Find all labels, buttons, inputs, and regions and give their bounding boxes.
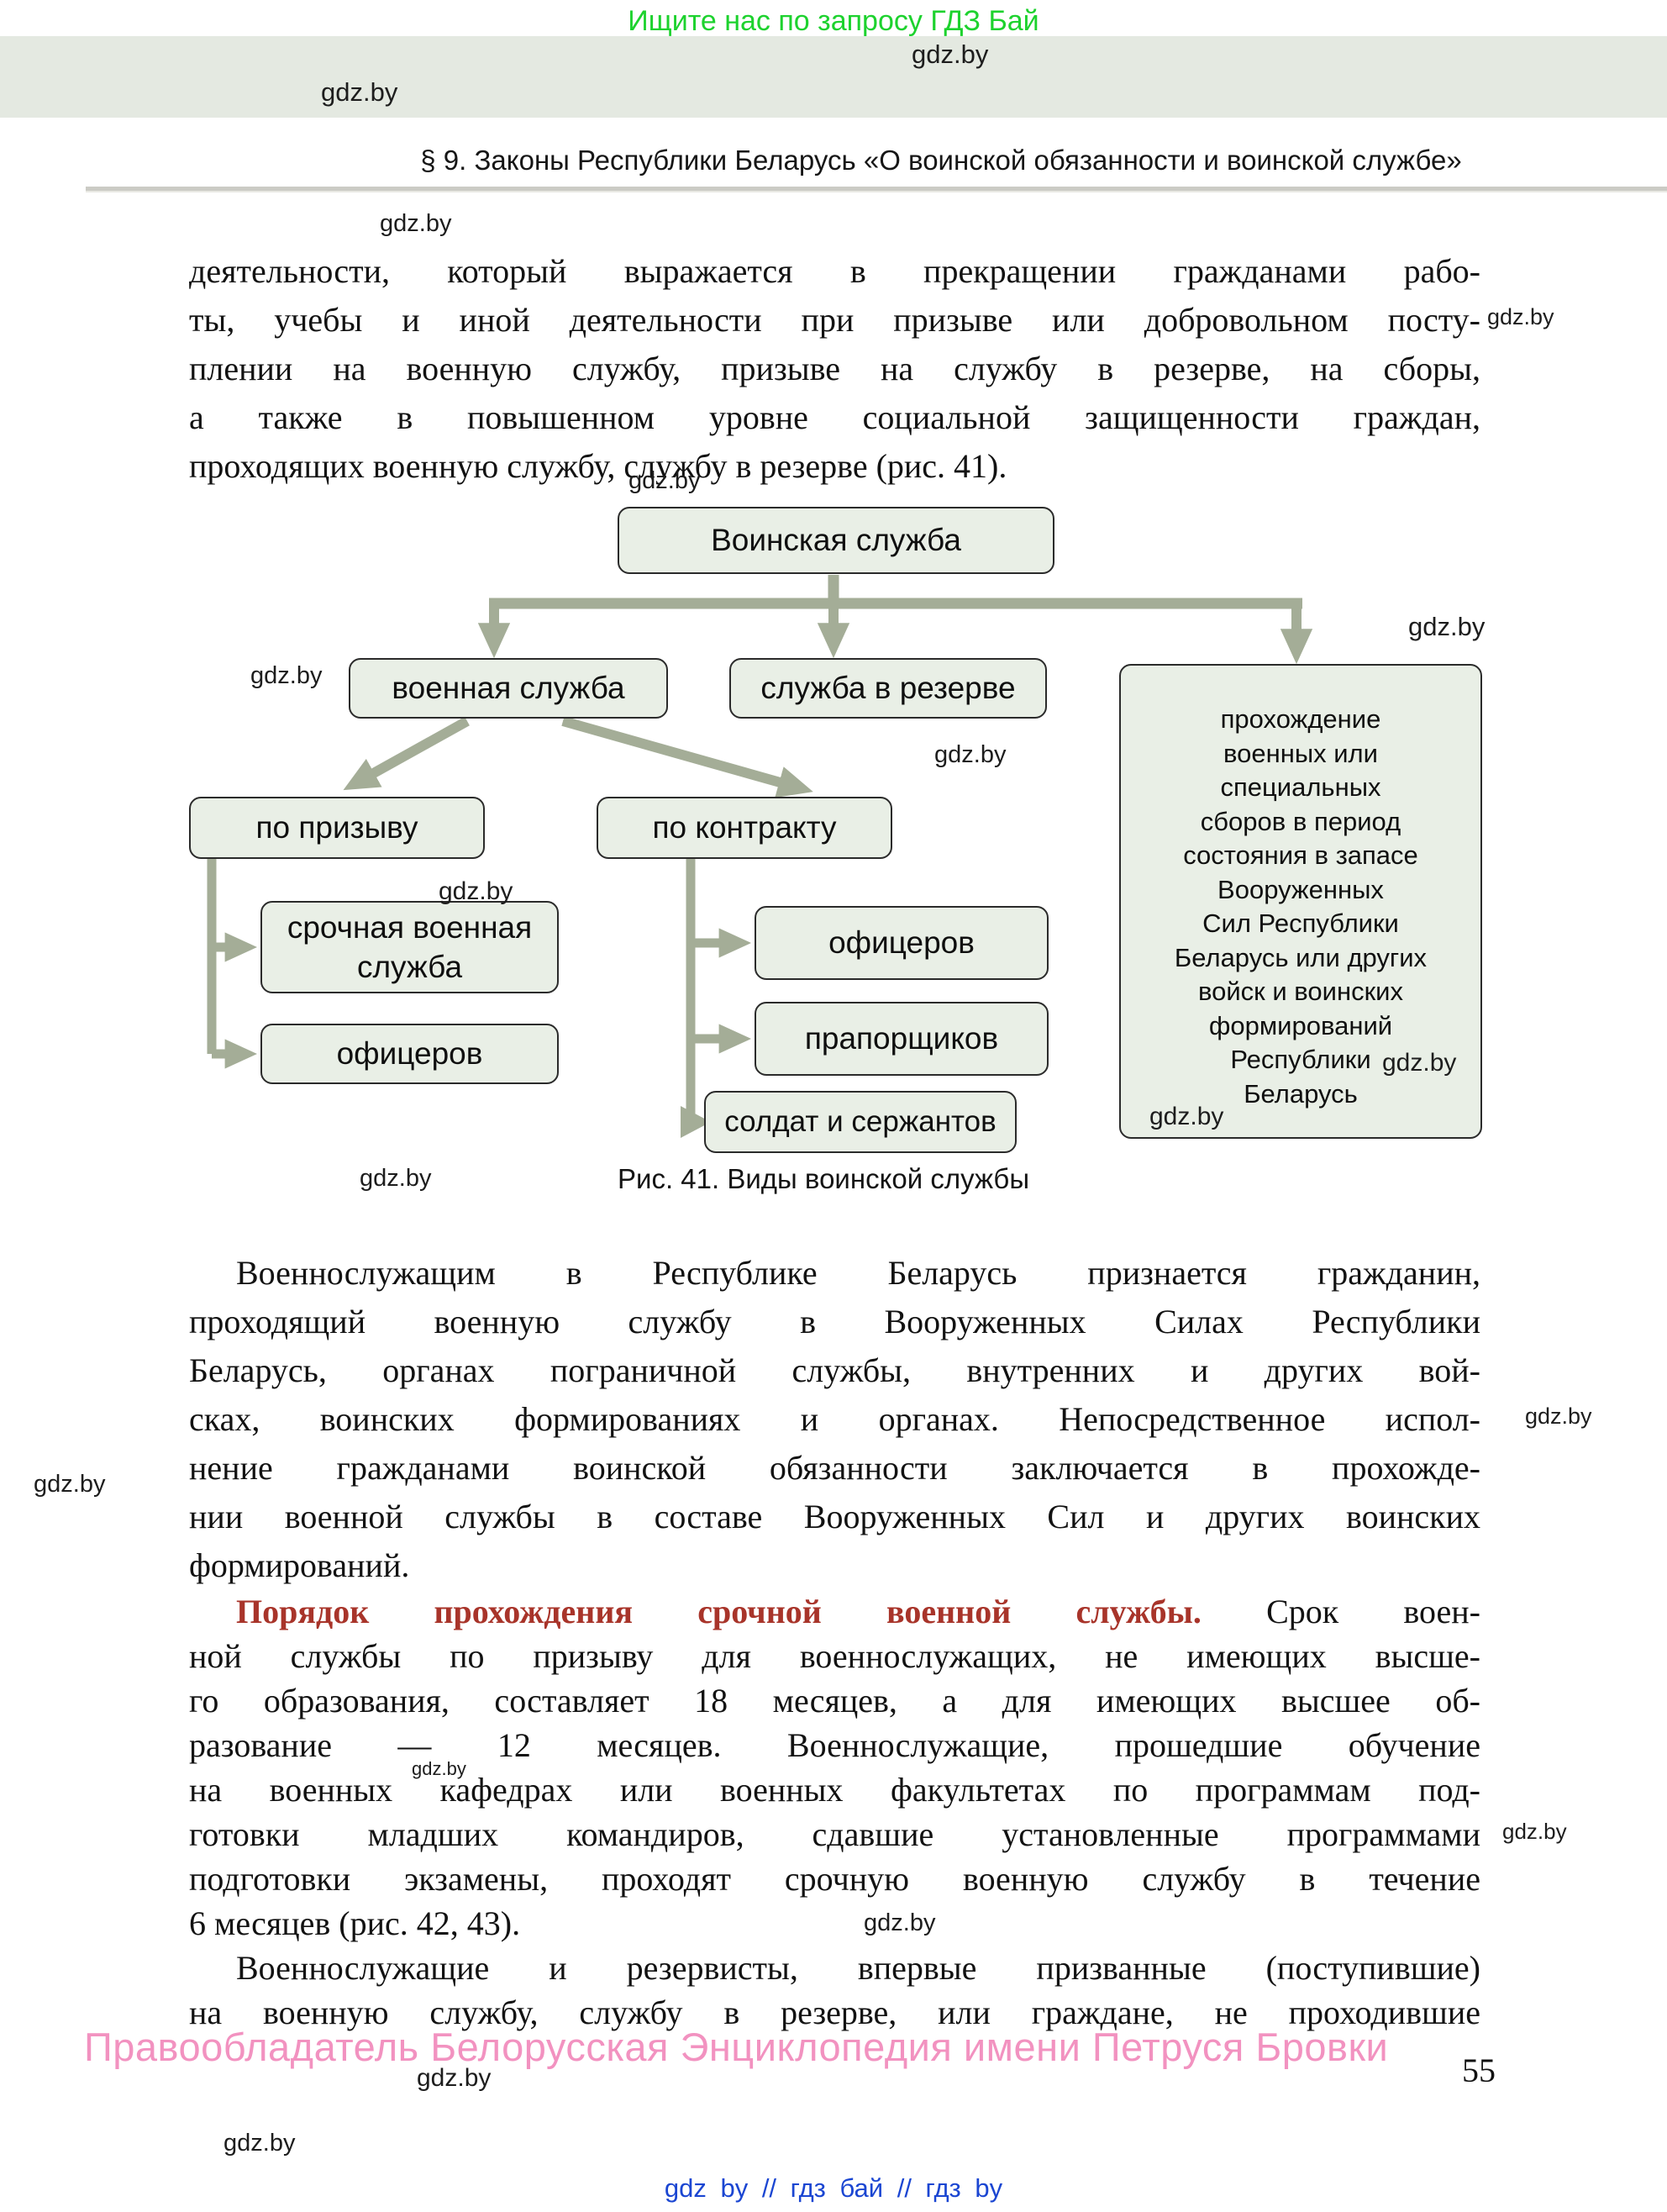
body-text-line: готовки младших командиров, сдавшие уста…: [189, 1815, 1480, 1853]
body-text-line: ной службы по призыву для военнослужащих…: [189, 1637, 1480, 1675]
body-text-line: ты, учебы и иной деятельности при призыв…: [189, 301, 1480, 339]
body-text-line: проходящих военную службу, службу в резе…: [189, 447, 1007, 485]
figure-node-root: Воинская служба: [618, 507, 1054, 574]
gdz-watermark: gdz.by: [1149, 1103, 1224, 1130]
gdz-watermark: gdz.by: [360, 1165, 432, 1192]
body-text-line: Военнослужащим в Республике Беларусь при…: [236, 1254, 1480, 1292]
body-text-line: Порядок прохождения срочной военной служ…: [189, 1591, 1480, 1633]
gdz-watermark: gdz.by: [628, 467, 701, 494]
figure-node-training-musters: прохождение военных или специальных сбор…: [1119, 664, 1482, 1139]
figure-node-officers-draft: офицеров: [260, 1024, 559, 1084]
gdz-watermark: gdz.by: [380, 210, 452, 237]
body-text-line: Военнослужащие и резервисты, впервые при…: [236, 1949, 1480, 1987]
body-text-line: проходящий военную службу в Вооруженных …: [189, 1303, 1480, 1340]
body-text-line: на военную службу, службу в резерве, или…: [189, 1993, 1480, 2031]
gdz-watermark: gdz.by: [223, 2130, 296, 2157]
figure-caption: Рис. 41. Виды воинской службы: [618, 1163, 1030, 1194]
gdz-watermark: gdz.by: [34, 1471, 106, 1498]
body-text-line: на военных кафедрах или военных факульте…: [189, 1771, 1480, 1809]
figure-node-officers-contract: офицеров: [755, 906, 1049, 980]
body-text-line: подготовки экзамены, проходят срочную во…: [189, 1860, 1480, 1898]
gdz-watermark: gdz.by: [912, 40, 989, 69]
scan-band: [0, 36, 1667, 118]
gdz-watermark: gdz.by: [1502, 1819, 1567, 1844]
figure-node-by-draft: по призыву: [189, 797, 485, 859]
chapter-title: § 9. Законы Республики Беларусь «О воинс…: [420, 145, 1462, 176]
gdz-watermark: gdz.by: [439, 877, 513, 905]
body-text-line: нии военной службы в составе Вооруженных…: [189, 1498, 1480, 1535]
body-text-line: сках, воинских формированиях и органах. …: [189, 1400, 1480, 1438]
figure-node-soldiers-sergeants: солдат и сержантов: [704, 1091, 1017, 1153]
body-text-line: а также в повышенном уровне социальной з…: [189, 398, 1480, 436]
body-text-line: формирований.: [189, 1546, 410, 1584]
page-number: 55: [1462, 2051, 1496, 2089]
body-text-span: Срок воен-: [1201, 1593, 1481, 1630]
figure-node-reserve-service: служба в резерве: [729, 658, 1047, 719]
footer-links[interactable]: gdz by // гдз бай // гдз by: [664, 2173, 1003, 2203]
gdz-watermark: gdz.by: [1487, 304, 1554, 329]
body-text-line: го образования, составляет 18 месяцев, а…: [189, 1682, 1480, 1720]
body-text-line: деятельности, который выражается в прекр…: [189, 252, 1480, 290]
gdz-watermark: gdz.by: [250, 662, 323, 689]
gdz-watermark: gdz.by: [934, 741, 1007, 768]
gdz-watermark: gdz.by: [412, 1758, 466, 1779]
body-text-line: 6 месяцев (рис. 42, 43).: [189, 1904, 521, 1942]
figure-node-warrant-officers: прапорщиков: [755, 1002, 1049, 1076]
gdz-watermark: gdz.by: [1525, 1404, 1592, 1429]
body-text-line: разование — 12 месяцев. Военнослужащие, …: [189, 1726, 1480, 1764]
red-lead-text: Порядок прохождения срочной военной служ…: [236, 1593, 1202, 1630]
gdz-watermark: gdz.by: [1382, 1049, 1457, 1077]
body-text-line: плении на военную службу, призыве на слу…: [189, 350, 1480, 387]
figure-node-military-service: военная служба: [349, 658, 668, 719]
gdz-watermark: gdz.by: [1408, 612, 1486, 641]
promo-banner: Ищите нас по запросу ГДЗ Бай: [628, 5, 1039, 37]
body-text-line: Беларусь, органах пограничной службы, вн…: [189, 1351, 1480, 1389]
copyright-notice: Правообладатель Белорусская Энциклопедия…: [84, 2025, 1389, 2069]
gdz-watermark: gdz.by: [864, 1909, 936, 1936]
figure-node-by-contract: по контракту: [597, 797, 892, 859]
body-text-line: нение гражданами воинской обязанности за…: [189, 1449, 1480, 1487]
gdz-watermark: gdz.by: [417, 2064, 492, 2092]
gdz-watermark: gdz.by: [321, 77, 398, 107]
figure-node-term-service: срочная военная служба: [260, 901, 559, 993]
header-divider: [86, 187, 1667, 192]
